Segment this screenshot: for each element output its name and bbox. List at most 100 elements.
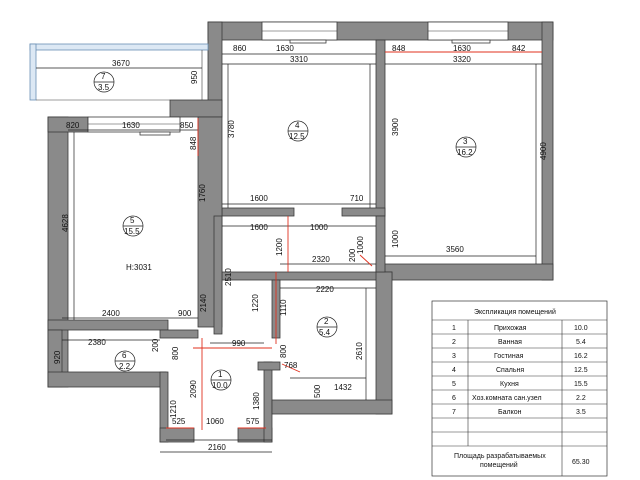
dim-label: 950 xyxy=(190,70,199,84)
dim-label: 1220 xyxy=(251,294,260,312)
dim-label: 2140 xyxy=(199,294,208,312)
dim-label: 2400 xyxy=(102,309,120,318)
dim-label: 4900 xyxy=(539,142,548,160)
room-number: 7 xyxy=(101,72,106,81)
dim-label: 900 xyxy=(178,309,192,318)
wall xyxy=(47,319,169,331)
dim-label: 575 xyxy=(246,417,260,426)
wall xyxy=(159,329,199,339)
dim-label: 3310 xyxy=(290,55,308,64)
wall xyxy=(375,215,386,273)
radiator xyxy=(451,39,491,44)
room-number: 5 xyxy=(130,216,135,225)
balcony-glazing xyxy=(29,43,209,51)
wall xyxy=(341,207,386,217)
dim-label: 1630 xyxy=(276,44,294,53)
room-area: 3.5 xyxy=(98,83,110,92)
table-footer-value: 65.30 xyxy=(572,459,590,466)
table-cell: 5 xyxy=(452,381,456,388)
dim-label: 1210 xyxy=(169,400,178,418)
dim-label: 1432 xyxy=(334,383,352,392)
dim-label: 3320 xyxy=(453,55,471,64)
room-marker-2: 2 5.4 xyxy=(316,316,338,338)
room-number: 3 xyxy=(463,137,468,146)
dim-label: 1000 xyxy=(391,230,400,248)
room-area: 5.4 xyxy=(319,328,331,337)
wall xyxy=(47,371,167,388)
dim-label: 1630 xyxy=(122,121,140,130)
dim-label: 848 xyxy=(392,44,406,53)
dim-label: 1760 xyxy=(198,184,207,202)
dim-label: 3560 xyxy=(446,245,464,254)
dim-label: 1000 xyxy=(356,236,365,254)
table-cell: 1 xyxy=(452,325,456,332)
table-cell: 15.5 xyxy=(574,381,588,388)
table-cell: 16.2 xyxy=(574,353,588,360)
dim-label: 800 xyxy=(279,344,288,358)
table-cell: 12.5 xyxy=(574,367,588,374)
dim-label: 842 xyxy=(512,44,526,53)
dim-label: 920 xyxy=(53,350,62,364)
table-cell: Хоз.комната сан.узел xyxy=(472,395,542,402)
table-footer-label: Площадь разрабатываемых xyxy=(454,452,546,460)
room-number: 2 xyxy=(324,317,329,326)
dim-label: 2320 xyxy=(312,255,330,264)
wall xyxy=(375,271,393,415)
dim-label: 2090 xyxy=(189,380,198,398)
wall xyxy=(271,399,393,415)
windows xyxy=(29,21,509,136)
room-marker-4: 4 12.5 xyxy=(287,120,309,142)
dim-label: 2380 xyxy=(88,338,106,347)
room-area: 10.0 xyxy=(212,381,228,390)
room-marker-3: 3 16.2 xyxy=(455,136,477,158)
room-number: 6 xyxy=(122,351,127,360)
dim-label: 2510 xyxy=(224,268,233,286)
dimension-labels: 3670 950 860 1630 3310 848 1630 842 3320… xyxy=(53,44,548,452)
dim-label: 800 xyxy=(171,346,180,360)
dim-label: 850 xyxy=(180,121,194,130)
window xyxy=(87,116,181,133)
dim-label: 200 xyxy=(348,248,357,262)
dim-label: 525 xyxy=(172,417,186,426)
room-area: 2.2 xyxy=(119,362,131,371)
room-marker-1: 1 10.0 xyxy=(210,369,232,391)
wall xyxy=(221,207,295,217)
dim-label: 4628 xyxy=(61,214,70,232)
dim-label: 2160 xyxy=(208,443,226,452)
dim-label: 2220 xyxy=(316,285,334,294)
dim-label: 1110 xyxy=(279,299,288,316)
dim-label: 2610 xyxy=(355,342,364,360)
dim-label: 990 xyxy=(232,339,246,348)
dim-label: 1380 xyxy=(252,392,261,410)
wall xyxy=(221,271,393,281)
red-dimension-lines xyxy=(166,51,542,430)
dim-label: 820 xyxy=(66,121,80,130)
table-cell: 2.2 xyxy=(576,395,586,402)
dim-label: 500 xyxy=(313,384,322,398)
room-number: 4 xyxy=(295,121,300,130)
dimension-lines xyxy=(36,53,542,453)
room-area: 16.2 xyxy=(457,148,473,157)
table-cell: 7 xyxy=(452,409,456,416)
table-cell: 2 xyxy=(452,339,456,346)
wall xyxy=(169,99,223,118)
dim-label: 1000 xyxy=(310,223,328,232)
room-number: 1 xyxy=(218,370,223,379)
table-cell: 10.0 xyxy=(574,325,588,332)
room-markers: 1 10.0 2 5.4 3 16.2 4 12.5 5 15.5 xyxy=(93,71,477,391)
dim-label: 860 xyxy=(233,44,247,53)
dim-label: 1600 xyxy=(250,194,268,203)
explication-table: Экспликация помещений 1 Прихожая 10.0 2 … xyxy=(431,300,608,477)
dim-label: 3780 xyxy=(227,120,236,138)
wall xyxy=(257,361,281,371)
wall xyxy=(263,361,273,443)
table-cell: Спальня xyxy=(496,367,524,374)
room-area: 15.5 xyxy=(124,227,140,236)
wall xyxy=(213,215,223,335)
table-cell: Прихожая xyxy=(494,325,527,332)
table-cell: 6 xyxy=(452,395,456,402)
dim-label: 1060 xyxy=(206,417,224,426)
room-marker-6: 6 2.2 xyxy=(114,350,136,372)
dim-label: 768 xyxy=(284,361,298,370)
